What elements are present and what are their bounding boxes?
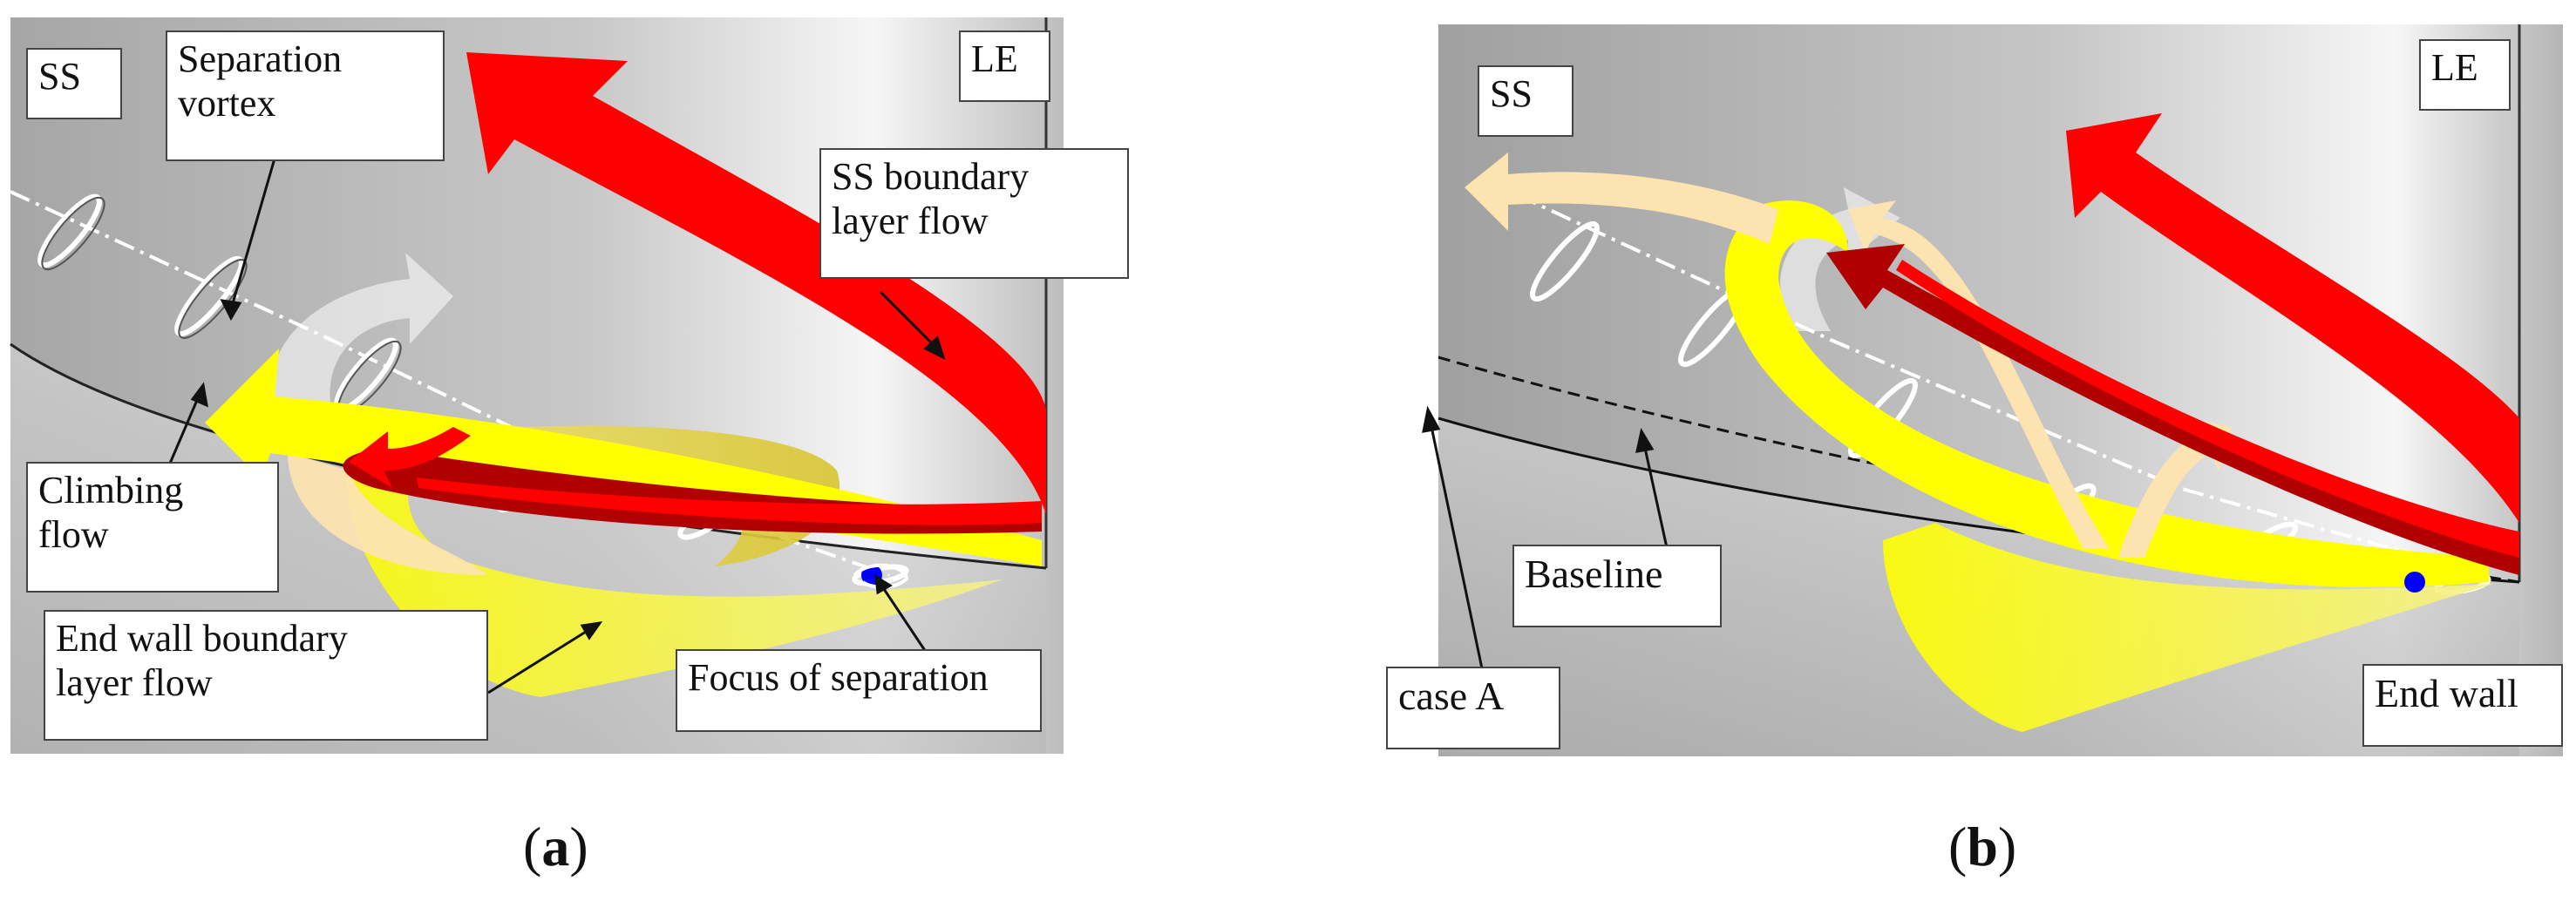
caption-b: (b)	[1948, 816, 2017, 877]
ss-boundary-layer-arrow	[466, 52, 1046, 514]
label-climbing-flow: Climbing flow	[26, 462, 279, 593]
cream-flow-left	[1465, 152, 1778, 244]
red-bottom-flow	[417, 478, 1042, 525]
panel-a-figure	[10, 17, 1064, 754]
red-flow-b	[1896, 260, 2519, 558]
climbing-flow-ghost-arrow	[269, 253, 453, 410]
red-curl-arrow	[349, 427, 471, 488]
label-ss: SS	[26, 48, 122, 119]
leader-lines-b	[1422, 405, 1675, 711]
caption-b-letter: b	[1967, 816, 1998, 877]
yellow-loop-flow	[1724, 200, 2489, 587]
panel-b-figure	[1422, 24, 2563, 756]
label-case-a: case A	[1386, 667, 1560, 749]
label-le-b: LE	[2419, 39, 2511, 111]
cream-flow-loop	[1848, 200, 2110, 549]
separation-line-b	[1481, 177, 2485, 577]
label-separation-vortex: Separation vortex	[166, 30, 445, 161]
caption-a-letter: a	[541, 816, 570, 877]
cream-flow-a	[288, 453, 488, 575]
panel-a: SS LE Separation vortex SS boundary laye…	[0, 0, 1129, 901]
focus-point-b	[2404, 572, 2425, 593]
label-baseline: Baseline	[1512, 545, 1722, 627]
label-le: LE	[959, 30, 1050, 102]
label-ss-b: SS	[1478, 65, 1573, 137]
caption-a: (a)	[523, 816, 588, 877]
ss-boundary-layer-arrow-b	[2066, 113, 2519, 523]
end-wall-swirl	[346, 453, 1003, 697]
end-wall-swirl-b	[1883, 523, 2493, 732]
label-focus-of-separation: Focus of separation	[676, 649, 1042, 732]
label-end-wall: End wall	[2362, 664, 2563, 747]
label-end-wall-boundary-layer-flow: End wall boundary layer flow	[44, 610, 488, 741]
panel-b: SS LE Baseline case A End wall (b)	[1386, 0, 2576, 901]
label-ss-boundary-layer-flow: SS boundary layer flow	[819, 148, 1129, 279]
